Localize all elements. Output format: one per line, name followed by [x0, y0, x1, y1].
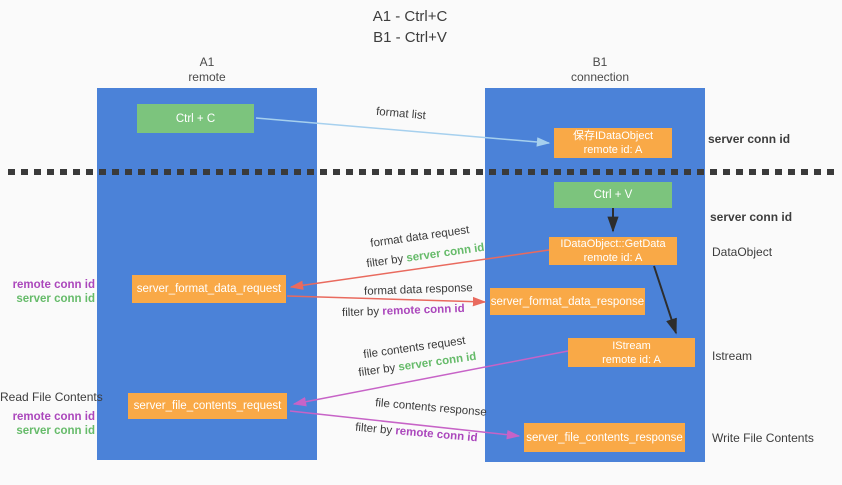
column-a1-subtitle: remote [188, 70, 226, 84]
session-separator-dashed-line [8, 169, 836, 175]
label-format-list: format list [375, 105, 427, 123]
node-ctrl-c-label: Ctrl + C [175, 112, 216, 125]
label-read-file-contents: Read File Contents [0, 390, 103, 404]
remote-conn-id-text: remote conn id [394, 425, 478, 445]
filter-by-text: filter by [365, 252, 408, 271]
label-write-file-contents: Write File Contents [712, 431, 814, 445]
node-format-request-label: server_format_data_request [136, 283, 282, 295]
node-istream-line1: IStream [612, 339, 651, 352]
node-server-format-data-request: server_format_data_request [132, 275, 286, 303]
server-conn-id-text: server conn id [405, 241, 486, 265]
label-remote-conn-id-left-2: remote conn id [12, 411, 95, 423]
node-server-file-contents-response: server_file_contents_response [524, 423, 685, 452]
column-a1-name: A1 [199, 55, 215, 69]
node-file-request-label: server_file_contents_request [133, 400, 282, 412]
label-format-data-response: format data response [363, 282, 473, 298]
label-remote-conn-id-left-1: remote conn id [12, 279, 95, 291]
node-save-idataobject: 保存IDataObject remote id: A [554, 128, 672, 158]
filter-by-text: filter by [357, 361, 400, 380]
node-file-response-label: server_file_contents_response [526, 431, 683, 444]
column-b1-name: B1 [592, 55, 608, 69]
label-server-conn-id-left-2: server conn id [16, 425, 95, 437]
column-header-a1: A1 remote [147, 55, 267, 85]
node-istream: IStream remote id: A [568, 338, 695, 367]
node-idataobject-getdata: IDataObject::GetData remote id: A [549, 237, 677, 265]
node-ctrl-v: Ctrl + V [554, 182, 672, 208]
remote-conn-id-text: remote conn id [382, 302, 465, 318]
label-filter-by-remote-conn-id-2: filter by remote conn id [355, 422, 478, 445]
label-server-conn-id-left-1: server conn id [16, 293, 95, 305]
column-b1-subtitle: connection [570, 70, 630, 84]
node-save-idataobject-line1: 保存IDataObject [572, 130, 654, 142]
label-file-contents-response: file contents response [374, 397, 488, 419]
node-server-format-data-response: server_format_data_response [490, 288, 645, 315]
node-ctrl-v-label: Ctrl + V [593, 189, 633, 201]
label-dataobject: DataObject [712, 245, 773, 259]
label-group-left-mid: remote conn id server conn id [0, 278, 95, 306]
filter-by-text: filter by [341, 305, 383, 320]
label-filter-by-remote-conn-id-1: filter by remote conn id [342, 303, 465, 319]
node-getdata-line1: IDataObject::GetData [560, 238, 666, 250]
diagram-title: A1 - Ctrl+C B1 - Ctrl+V [320, 6, 500, 48]
node-format-response-label: server_format_data_response [490, 295, 645, 308]
label-group-left-bottom: remote conn id server conn id [0, 410, 95, 438]
node-ctrl-c: Ctrl + C [137, 104, 254, 133]
node-getdata-line2: remote id: A [583, 252, 643, 264]
node-server-file-contents-request: server_file_contents_request [128, 393, 287, 419]
label-istream: Istream [712, 349, 753, 363]
node-save-idataobject-line2: remote id: A [583, 144, 643, 156]
label-server-conn-id-top: server conn id [708, 132, 791, 146]
label-server-conn-id-mid: server conn id [710, 210, 793, 224]
filter-by-text: filter by [354, 421, 396, 438]
title-line-2: B1 - Ctrl+V [373, 29, 447, 46]
node-istream-line2: remote id: A [602, 353, 661, 366]
column-header-b1: B1 connection [540, 55, 660, 85]
title-line-1: A1 - Ctrl+C [372, 8, 448, 25]
